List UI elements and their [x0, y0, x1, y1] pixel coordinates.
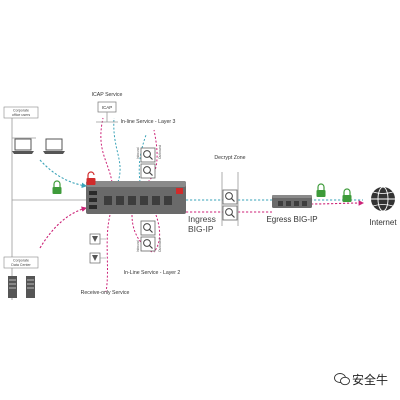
- icap-service-label: ICAP Service: [92, 92, 123, 98]
- laptop-icon: [43, 138, 65, 154]
- icap-service: ICAP Service ICAP: [92, 92, 123, 123]
- inline-l2-service: Inbound Outbound In-Line Service - Layer…: [124, 220, 181, 276]
- l3-outbound-label: Outbound: [158, 145, 162, 159]
- watermark: 安全牛: [334, 372, 388, 387]
- egress-label: Egress BIG-IP: [266, 215, 317, 224]
- office-to-ingress-flow: [39, 159, 88, 189]
- inspection-device-icon: [140, 220, 156, 236]
- decrypt-zone: Decrypt Zone: [214, 155, 246, 226]
- server-icon: [26, 276, 35, 298]
- inspection-device-icon: [140, 236, 156, 252]
- icap-box-label: ICAP: [102, 105, 113, 110]
- inline-l3-label: In-line Service - Layer 3: [121, 119, 176, 125]
- data-center-label-box: [3, 256, 39, 269]
- icap-return-flow: [100, 117, 113, 183]
- inspection-device-icon: [140, 163, 156, 179]
- inspection-device-icon: [222, 205, 238, 221]
- lock-icon: [52, 180, 62, 194]
- unlocked-lock-icon: [86, 171, 96, 185]
- ingress-big-ip: Ingress BIG-IP: [86, 181, 216, 234]
- l3-outbound-flow: [138, 134, 147, 183]
- lock-icon: [342, 188, 352, 202]
- decrypt-zone-label: Decrypt Zone: [214, 155, 245, 161]
- ingress-label-line1: Ingress: [188, 214, 216, 224]
- l2-inbound-flow: [131, 214, 153, 253]
- laptop-icon: [12, 138, 34, 154]
- tap-device-icon: [89, 233, 101, 245]
- receive-only-service: Receive-only Service: [81, 233, 130, 296]
- office-users-label-box: [3, 106, 39, 119]
- receive-only-label: Receive-only Service: [81, 290, 130, 296]
- datacenter-to-ingress-flow: [39, 206, 88, 249]
- lock-icon: [316, 183, 326, 197]
- decrypted-flows: [39, 117, 365, 293]
- inline-l2-label: In-Line Service - Layer 2: [124, 270, 181, 276]
- inline-l3-service: In-line Service - Layer 3 Inbound Outbou…: [121, 119, 176, 179]
- egress-to-internet-flow: [310, 200, 365, 206]
- tap-device-icon: [89, 252, 101, 264]
- inspection-device-icon: [140, 147, 156, 163]
- watermark-text: 安全牛: [352, 372, 388, 387]
- globe-icon: [371, 186, 395, 212]
- internet-label: Internet: [369, 218, 397, 227]
- f5-logo-icon: [176, 188, 183, 194]
- server-icon: [8, 276, 17, 298]
- egress-big-ip: Egress BIG-IP: [266, 195, 318, 224]
- inspection-device-icon: [222, 189, 238, 205]
- internet: Internet: [369, 186, 397, 227]
- wechat-icon: [334, 373, 350, 386]
- l2-outbound-label: Outbound: [158, 238, 162, 252]
- l3-inbound-label: Inbound: [136, 147, 140, 159]
- ingress-label-line2: BIG-IP: [188, 224, 214, 234]
- l2-inbound-label: Inbound: [136, 240, 140, 252]
- l3-inbound-flow: [147, 129, 158, 183]
- receive-only-flow: [105, 214, 111, 293]
- icap-flow: [113, 117, 121, 183]
